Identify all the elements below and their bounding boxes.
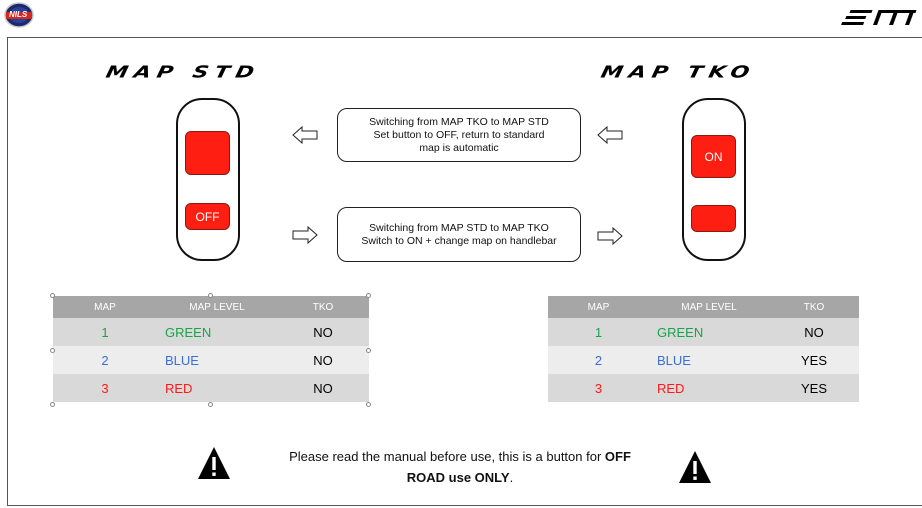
table-header-row: MAP MAP LEVEL TKO (548, 296, 859, 318)
tko-value: YES (769, 374, 859, 402)
map-number: 1 (548, 318, 649, 346)
selection-handle[interactable] (50, 348, 55, 353)
switch-tko-lower-button[interactable] (691, 205, 736, 232)
arrow-right-icon (597, 227, 623, 245)
selection-handle[interactable] (208, 293, 213, 298)
map-level: GREEN (157, 318, 277, 346)
header-tko: TKO (769, 296, 859, 318)
switch-std-off-label: OFF (195, 209, 220, 224)
arrow-left-icon (597, 126, 623, 144)
callout-1-line-3: map is automatic (419, 141, 499, 154)
table-header-row: MAP MAP LEVEL TKO (53, 296, 369, 318)
tko-value: NO (277, 346, 369, 374)
map-number: 1 (53, 318, 157, 346)
warning-text-prefix: Please read the manual before use, this … (289, 449, 605, 464)
table-row: 1 GREEN NO (53, 318, 369, 346)
arrow-right-icon (292, 226, 318, 244)
warning-text-bold-2: ROAD use ONLY (406, 470, 510, 485)
selection-handle[interactable] (208, 402, 213, 407)
switch-map-std: OFF (176, 98, 240, 261)
warning-text-bold-1: OFF (604, 449, 631, 464)
selection-handle[interactable] (50, 402, 55, 407)
nils-logo-text: NILS (9, 10, 28, 19)
header-map-level: MAP LEVEL (649, 296, 769, 318)
tko-value: NO (277, 318, 369, 346)
warning-icon (198, 447, 230, 479)
header-tko: TKO (277, 296, 369, 318)
map-number: 2 (548, 346, 649, 374)
switch-std-off-button[interactable]: OFF (185, 203, 230, 230)
callout-1-line-1: Switching from MAP TKO to MAP STD (369, 115, 549, 128)
selection-handle[interactable] (50, 293, 55, 298)
table-row: 3 RED YES (548, 374, 859, 402)
callout-tko-to-std: Switching from MAP TKO to MAP STD Set bu… (337, 108, 581, 162)
callout-1-line-2: Set button to OFF, return to standard (373, 128, 545, 141)
map-number: 3 (548, 374, 649, 402)
callout-std-to-tko: Switching from MAP STD to MAP TKO Switch… (337, 207, 581, 262)
table-row: 2 BLUE YES (548, 346, 859, 374)
callout-2-line-1: Switching from MAP STD to MAP TKO (369, 221, 549, 234)
em-logo: EM (838, 6, 922, 28)
map-level: RED (157, 374, 277, 402)
switch-map-tko: ON (682, 98, 746, 261)
arrow-left-icon (292, 126, 318, 144)
tko-value: YES (769, 346, 859, 374)
map-level: BLUE (649, 346, 769, 374)
header-map-level: MAP LEVEL (157, 296, 277, 318)
map-level: BLUE (157, 346, 277, 374)
nils-logo: NILS (4, 2, 34, 28)
warning-message: Please read the manual before use, this … (230, 446, 690, 488)
switch-tko-on-button[interactable]: ON (691, 135, 736, 178)
content-frame (7, 37, 922, 506)
table-row: 1 GREEN NO (548, 318, 859, 346)
header-map: MAP (53, 296, 157, 318)
tko-value: NO (277, 374, 369, 402)
warning-icon (679, 451, 711, 483)
title-map-std: MAP STD (104, 63, 262, 82)
map-std-table: MAP MAP LEVEL TKO 1 GREEN NO 2 BLUE NO 3… (53, 296, 369, 402)
selection-handle[interactable] (366, 402, 371, 407)
selection-handle[interactable] (366, 348, 371, 353)
header-map: MAP (548, 296, 649, 318)
switch-tko-on-label: ON (704, 149, 723, 164)
table-row: 2 BLUE NO (53, 346, 369, 374)
map-number: 3 (53, 374, 157, 402)
tko-value: NO (769, 318, 859, 346)
map-tko-table: MAP MAP LEVEL TKO 1 GREEN NO 2 BLUE YES … (548, 296, 859, 402)
map-number: 2 (53, 346, 157, 374)
callout-2-line-2: Switch to ON + change map on handlebar (361, 234, 557, 247)
switch-std-upper-button[interactable] (185, 131, 230, 175)
map-level: RED (649, 374, 769, 402)
table-row: 3 RED NO (53, 374, 369, 402)
title-map-tko: MAP TKO (599, 63, 758, 82)
selection-handle[interactable] (366, 293, 371, 298)
map-level: GREEN (649, 318, 769, 346)
warning-text-suffix: . (509, 470, 514, 485)
